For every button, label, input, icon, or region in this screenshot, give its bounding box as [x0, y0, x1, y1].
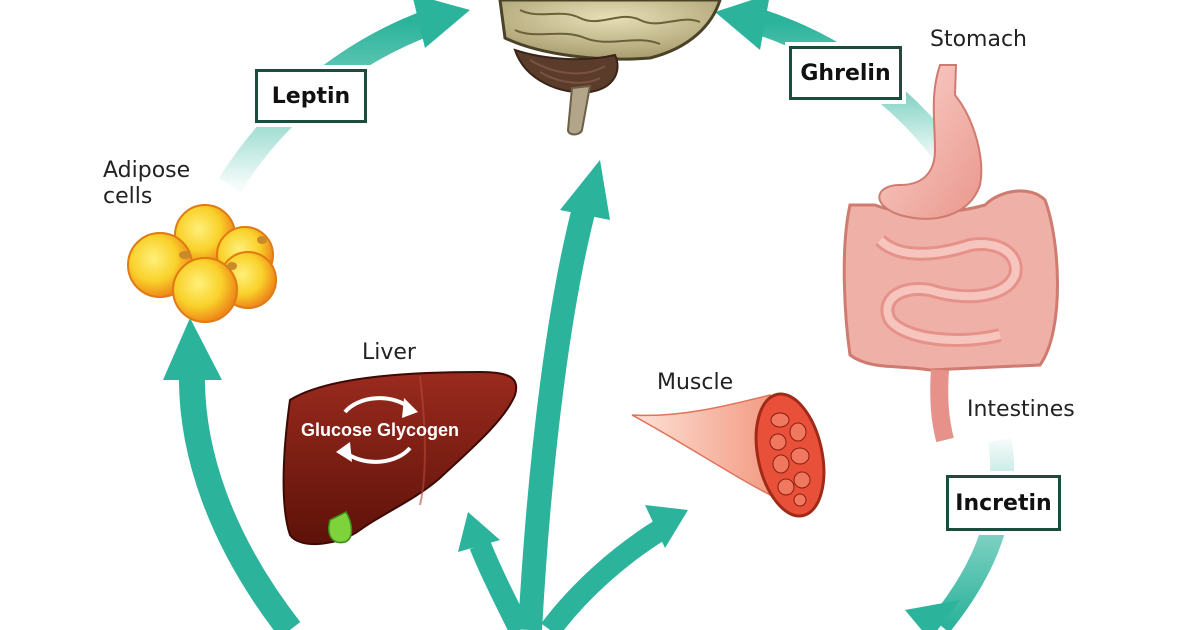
cycle-arrows — [163, 0, 1015, 630]
left-loop-arrowhead — [163, 318, 222, 380]
ghrelin-label: Ghrelin — [800, 60, 891, 86]
incretin-arrowhead — [905, 600, 960, 630]
left-loop-arrow — [178, 369, 301, 630]
liver-inner-label: Glucose Glycogen — [301, 420, 459, 440]
incretin-box: Incretin — [944, 473, 1063, 533]
ghrelin-box: Ghrelin — [787, 44, 904, 102]
ghrelin-arrowhead — [715, 0, 769, 50]
liver-label: Liver — [362, 340, 416, 365]
center-arrow-liver-head — [458, 512, 500, 552]
center-arrow-brain — [518, 201, 597, 630]
muscle-label: Muscle — [657, 370, 734, 395]
brain-illustration — [498, 0, 722, 136]
leptin-arrowhead — [413, 0, 470, 48]
leptin-label: Leptin — [271, 83, 351, 109]
leptin-box: Leptin — [253, 67, 369, 125]
digestive-illustration — [842, 64, 1059, 443]
incretin-arrow — [930, 438, 1015, 630]
intestines-label: Intestines — [967, 397, 1075, 422]
adipose-cells-label: Adipose cells — [103, 158, 191, 209]
center-arrow-liver — [469, 540, 530, 630]
stomach-label: Stomach — [930, 27, 1028, 52]
center-arrow-muscle-head — [645, 505, 688, 548]
adipose-cells-illustration — [127, 204, 277, 323]
center-arrow-brain-head — [560, 160, 610, 220]
liver-illustration: Glucose Glycogen — [282, 370, 518, 546]
muscle-illustration — [631, 392, 826, 518]
incretin-label: Incretin — [955, 490, 1052, 516]
center-arrow-muscle — [541, 520, 666, 630]
